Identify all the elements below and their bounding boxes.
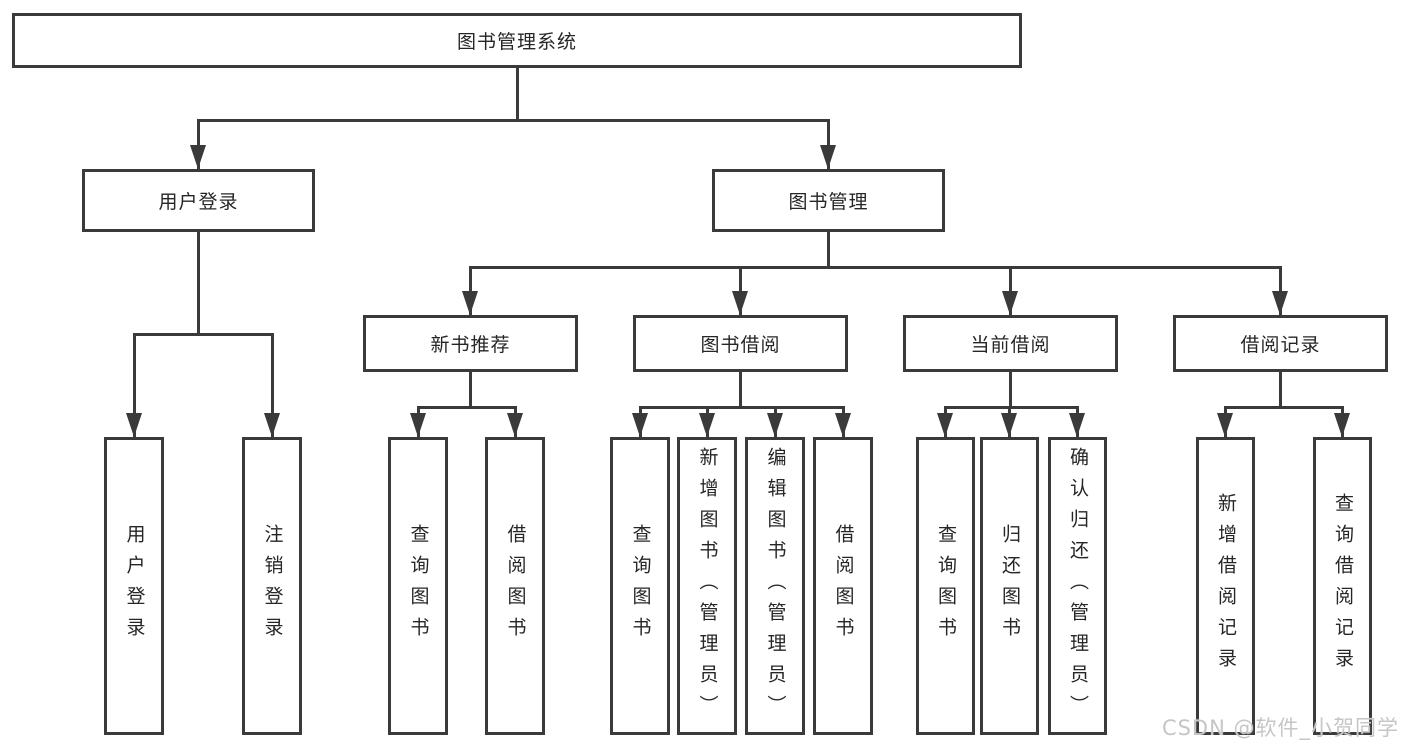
connector-line (197, 119, 830, 122)
connector-line (469, 266, 472, 315)
connector-line (944, 406, 1079, 409)
leaf-return-books: 归还图书 (980, 437, 1039, 735)
leaf-borrow-books: 借阅图书 (813, 437, 873, 735)
leaf-add-books-admin: 新增图书（管理员） (677, 437, 737, 735)
node-book-borrow: 图书借阅 (633, 315, 848, 372)
arrow-down-icon (1001, 413, 1017, 437)
connector-line (417, 406, 517, 409)
connector-line (197, 232, 200, 335)
watermark-text: CSDN @软件_小贺同学 (1161, 716, 1399, 740)
leaf-edit-books-admin: 编辑图书（管理员） (745, 437, 805, 735)
connector-line (739, 266, 742, 315)
node-book-management: 图书管理 (712, 169, 945, 232)
arrow-down-icon (1002, 291, 1018, 315)
connector-line (1279, 372, 1282, 409)
node-new-book-recommend: 新书推荐 (363, 315, 578, 372)
connector-line (271, 333, 274, 437)
connector-line (739, 372, 742, 409)
leaf-query-books-recommend: 查询图书 (388, 437, 448, 735)
leaf-borrow-books-recommend: 借阅图书 (485, 437, 545, 735)
arrow-down-icon (1217, 413, 1233, 437)
leaf-query-borrow-record: 查询借阅记录 (1313, 437, 1372, 735)
arrow-down-icon (835, 413, 851, 437)
arrow-down-icon (1334, 413, 1350, 437)
arrow-down-icon (126, 413, 142, 437)
connector-line (197, 119, 200, 169)
arrow-down-icon (732, 291, 748, 315)
connector-line (1279, 266, 1282, 315)
connector-line (1009, 372, 1012, 409)
leaf-confirm-return-admin: 确认归还（管理员） (1048, 437, 1107, 735)
connector-line (1224, 406, 1344, 409)
leaf-add-borrow-record: 新增借阅记录 (1196, 437, 1255, 735)
connector-line (827, 232, 830, 269)
leaf-logout-login: 注销登录 (242, 437, 302, 735)
connector-line (1009, 266, 1012, 315)
arrow-down-icon (190, 145, 206, 169)
connector-line (133, 333, 136, 437)
arrow-down-icon (937, 413, 953, 437)
arrow-down-icon (767, 413, 783, 437)
arrow-down-icon (1272, 291, 1288, 315)
leaf-query-books-borrow: 查询图书 (610, 437, 670, 735)
arrow-down-icon (507, 413, 523, 437)
node-library-management-system: 图书管理系统 (12, 13, 1022, 68)
connector-line (133, 333, 274, 336)
connector-line (827, 119, 830, 169)
arrow-down-icon (462, 291, 478, 315)
node-user-login: 用户登录 (82, 169, 315, 232)
arrow-down-icon (820, 145, 836, 169)
arrow-down-icon (410, 413, 426, 437)
connector-line (639, 406, 845, 409)
arrow-down-icon (699, 413, 715, 437)
leaf-user-login: 用户登录 (104, 437, 164, 735)
arrow-down-icon (1069, 413, 1085, 437)
arrow-down-icon (632, 413, 648, 437)
connector-line (469, 266, 1282, 269)
node-current-borrow: 当前借阅 (903, 315, 1118, 372)
leaf-query-books-current: 查询图书 (916, 437, 975, 735)
connector-line (469, 372, 472, 409)
arrow-down-icon (264, 413, 280, 437)
node-borrow-records: 借阅记录 (1173, 315, 1388, 372)
connector-line (516, 66, 519, 122)
